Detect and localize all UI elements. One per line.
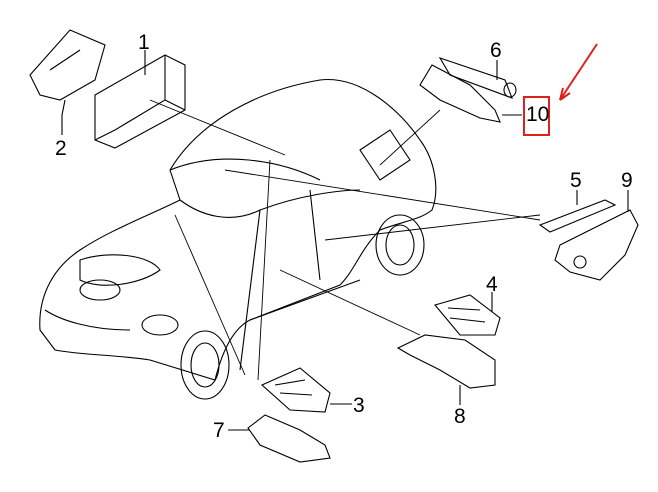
- callout-2: 2: [55, 137, 67, 160]
- part-4-module: [434, 294, 501, 336]
- part-5-strip: [538, 199, 617, 233]
- callout-6: 6: [490, 39, 502, 62]
- callout-8: 8: [454, 405, 466, 428]
- part-9-bracket: [554, 209, 639, 281]
- part-10-bracket: [419, 64, 501, 123]
- part-6-antenna: [438, 57, 517, 99]
- part-7-bracket: [247, 414, 331, 463]
- part-1-module: [94, 54, 186, 149]
- callout-9: 9: [621, 169, 633, 192]
- car-outline: [39, 79, 437, 400]
- callout-10: 10: [526, 103, 550, 126]
- callout-7: 7: [213, 419, 225, 442]
- callout-1: 1: [138, 31, 150, 54]
- part-2-bracket: [29, 29, 106, 116]
- callout-arrows: [61, 50, 629, 431]
- callout-4: 4: [486, 273, 498, 296]
- part-3-module: [261, 367, 331, 413]
- highlight-box-10: [523, 96, 550, 136]
- callout-5: 5: [570, 169, 582, 192]
- callout-3: 3: [353, 394, 365, 417]
- red-pointer-arrow: [559, 43, 598, 101]
- part-8-bracket: [396, 334, 496, 389]
- leader-lines: [149, 99, 541, 381]
